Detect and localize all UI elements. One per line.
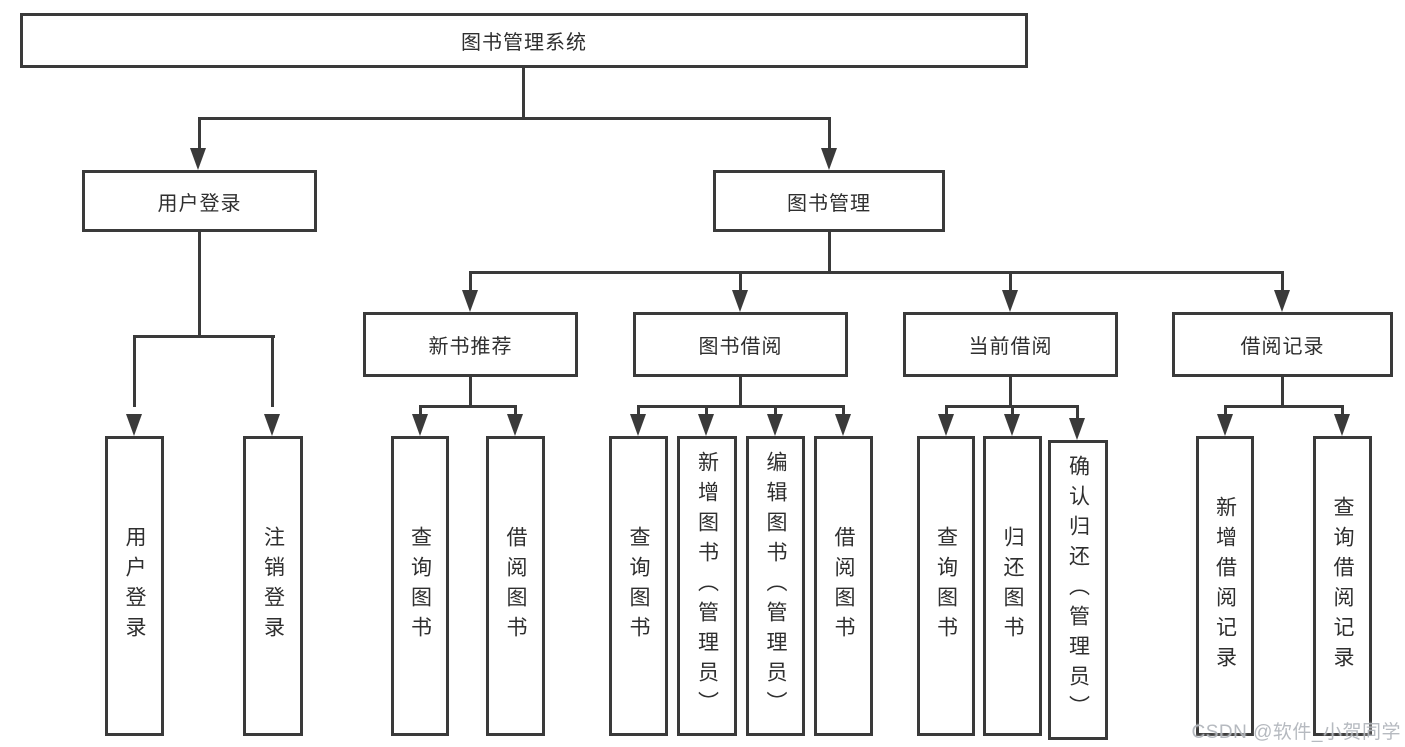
leaf-recommend-borrow-books-label: 借阅图书 <box>504 526 527 646</box>
connector-drop-add-books <box>705 405 708 419</box>
leaf-recommend-query-books: 查询图书 <box>391 436 449 736</box>
leaf-add-borrow-record: 新增借阅记录 <box>1196 436 1254 736</box>
leaf-return-books-label: 归还图书 <box>1001 526 1024 646</box>
connector-user-login-stem <box>198 232 201 338</box>
arrowhead-current-borrow <box>1002 290 1018 312</box>
arrowhead-confirm-return <box>1069 418 1085 440</box>
leaf-borrow-query-books-label: 查询图书 <box>627 526 650 646</box>
leaf-logout: 注销登录 <box>243 436 303 736</box>
node-root: 图书管理系统 <box>20 13 1028 68</box>
connector-drop-borrow-query <box>637 405 640 419</box>
leaf-query-borrow-record-label: 查询借阅记录 <box>1331 496 1354 676</box>
leaf-current-query-books: 查询图书 <box>917 436 975 736</box>
connector-book-management-stem <box>828 232 831 274</box>
connector-drop-leaf-user-login <box>133 335 136 407</box>
arrowhead-borrow-books <box>835 414 851 436</box>
node-book-borrow: 图书借阅 <box>633 312 848 377</box>
node-new-book-recommend: 新书推荐 <box>363 312 578 377</box>
leaf-query-borrow-record: 查询借阅记录 <box>1313 436 1372 736</box>
connector-borrow-bar <box>637 405 845 408</box>
connector-drop-borrow-books <box>842 405 845 419</box>
arrowhead-leaf-logout <box>264 414 280 436</box>
leaf-recommend-borrow-books: 借阅图书 <box>486 436 545 736</box>
arrowhead-return-books <box>1004 414 1020 436</box>
connector-drop-confirm-return <box>1076 405 1079 423</box>
arrowhead-recommend-borrow <box>507 414 523 436</box>
leaf-user-login-label: 用户登录 <box>123 526 146 646</box>
leaf-edit-books-admin: 编辑图书（管理员） <box>746 436 805 736</box>
node-book-management: 图书管理 <box>713 170 945 232</box>
connector-drop-new-book-recommend <box>469 271 472 293</box>
leaf-add-books-admin: 新增图书（管理员） <box>677 436 737 736</box>
connector-root-stem <box>522 68 525 120</box>
connector-recommend-stem <box>469 375 472 408</box>
arrowhead-new-book-recommend <box>462 290 478 312</box>
arrowhead-borrow-query <box>630 414 646 436</box>
arrowhead-edit-books <box>767 414 783 436</box>
leaf-current-query-books-label: 查询图书 <box>934 526 958 646</box>
leaf-add-books-admin-label: 新增图书（管理员） <box>695 451 719 721</box>
node-current-borrow: 当前借阅 <box>903 312 1118 377</box>
csdn-watermark: CSDN @软件_小贺同学 <box>1191 722 1401 743</box>
connector-drop-return-books <box>1011 405 1014 419</box>
connector-current-stem <box>1009 375 1012 408</box>
connector-drop-query-record <box>1341 405 1344 419</box>
leaf-return-books: 归还图书 <box>983 436 1042 736</box>
leaf-confirm-return-admin: 确认归还（管理员） <box>1048 440 1108 740</box>
arrowhead-borrow-records <box>1274 290 1290 312</box>
leaf-borrow-books: 借阅图书 <box>814 436 873 736</box>
leaf-add-borrow-record-label: 新增借阅记录 <box>1213 496 1237 676</box>
connector-drop-leaf-logout <box>271 335 274 407</box>
node-borrow-records: 借阅记录 <box>1172 312 1393 377</box>
leaf-edit-books-admin-label: 编辑图书（管理员） <box>764 451 787 721</box>
connector-drop-current-query <box>945 405 948 419</box>
arrowhead-leaf-user-login <box>126 414 142 436</box>
arrowhead-add-record <box>1217 414 1233 436</box>
leaf-borrow-books-label: 借阅图书 <box>832 526 855 646</box>
arrowhead-user-login <box>190 148 206 170</box>
leaf-user-login: 用户登录 <box>105 436 164 736</box>
connector-records-bar <box>1224 405 1344 408</box>
connector-drop-user-login <box>198 117 201 152</box>
connector-borrow-stem <box>739 375 742 408</box>
arrowhead-current-query <box>938 414 954 436</box>
leaf-logout-label: 注销登录 <box>261 526 285 646</box>
connector-book-management-bar <box>469 271 1283 274</box>
arrowhead-book-management <box>821 148 837 170</box>
connector-drop-recommend-borrow <box>514 405 517 419</box>
connector-user-login-bar <box>133 335 275 338</box>
leaf-borrow-query-books: 查询图书 <box>609 436 668 736</box>
arrowhead-add-books <box>698 414 714 436</box>
node-user-login: 用户登录 <box>82 170 317 232</box>
arrowhead-recommend-query <box>412 414 428 436</box>
leaf-recommend-query-books-label: 查询图书 <box>408 526 432 646</box>
connector-records-stem <box>1281 375 1284 408</box>
connector-drop-recommend-query <box>419 405 422 419</box>
leaf-confirm-return-admin-label: 确认归还（管理员） <box>1066 455 1090 725</box>
connector-drop-borrow-records <box>1281 271 1284 293</box>
connector-drop-book-management <box>828 117 831 152</box>
connector-drop-add-record <box>1224 405 1227 419</box>
connector-drop-book-borrow <box>739 271 742 293</box>
connector-root-bar <box>198 117 831 120</box>
arrowhead-book-borrow <box>732 290 748 312</box>
connector-recommend-bar <box>419 405 517 408</box>
connector-drop-edit-books <box>774 405 777 419</box>
arrowhead-query-record <box>1334 414 1350 436</box>
connector-drop-current-borrow <box>1009 271 1012 293</box>
